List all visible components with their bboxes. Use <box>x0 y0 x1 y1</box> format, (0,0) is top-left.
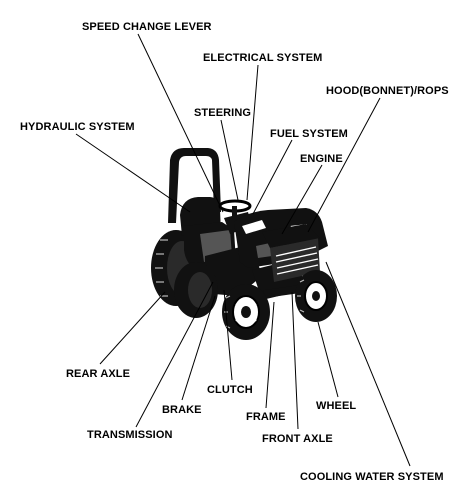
label-brake: BRAKE <box>162 404 202 416</box>
rops-frame <box>168 148 221 223</box>
tractor-illustration <box>151 148 337 340</box>
label-cooling-water-system: COOLING WATER SYSTEM <box>300 471 444 483</box>
label-front-axle: FRONT AXLE <box>262 433 333 445</box>
front-right-wheel <box>295 270 337 322</box>
leader-fuel-system <box>252 139 293 215</box>
callout-labels: SPEED CHANGE LEVER ELECTRICAL SYSTEM HOO… <box>20 21 449 483</box>
leader-engine <box>281 164 323 235</box>
front-grille <box>262 224 320 282</box>
label-engine: ENGINE <box>300 153 343 165</box>
label-electrical-system: ELECTRICAL SYSTEM <box>203 52 322 64</box>
leader-cooling-water-system <box>325 261 411 467</box>
leader-lines <box>75 33 411 467</box>
label-speed-change-lever: SPEED CHANGE LEVER <box>82 21 212 33</box>
label-hood-rops: HOOD(BONNET)/ROPS <box>326 85 449 97</box>
label-rear-axle: REAR AXLE <box>66 368 130 380</box>
leader-wheel <box>317 321 339 398</box>
leader-hood-rops <box>307 97 381 233</box>
leader-electrical-system <box>246 64 259 201</box>
label-hydraulic-system: HYDRAULIC SYSTEM <box>20 121 135 133</box>
leader-frame <box>265 301 275 409</box>
front-left-wheel <box>222 284 270 340</box>
leader-steering <box>220 119 239 201</box>
leader-hydraulic-system <box>75 133 191 213</box>
rear-right-wheel <box>174 262 218 318</box>
label-clutch: CLUTCH <box>207 384 253 396</box>
label-frame: FRAME <box>246 411 286 423</box>
leader-front-axle <box>291 291 299 430</box>
label-wheel: WHEEL <box>316 400 356 412</box>
leader-rear-axle <box>99 291 166 365</box>
label-fuel-system: FUEL SYSTEM <box>270 128 348 140</box>
leader-brake <box>181 295 216 401</box>
label-transmission: TRANSMISSION <box>87 429 173 441</box>
leader-clutch <box>223 289 233 381</box>
label-steering: STEERING <box>194 107 251 119</box>
leader-speed-change-lever <box>137 33 224 213</box>
leader-transmission <box>135 281 214 428</box>
